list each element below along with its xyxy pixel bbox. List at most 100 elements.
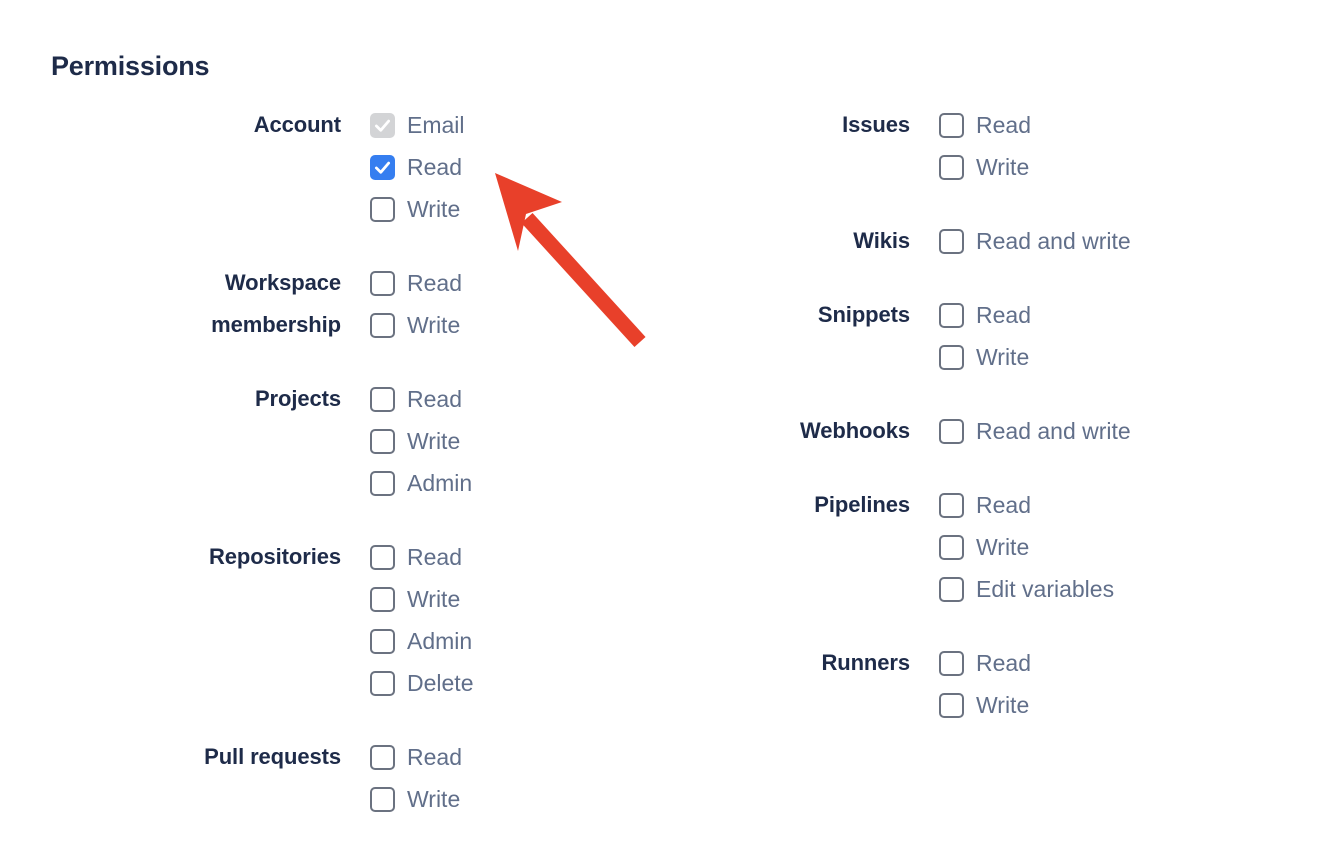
permission-option-label: Write bbox=[976, 692, 1030, 718]
permission-option-row[interactable]: Read bbox=[939, 484, 1114, 526]
permission-checkbox[interactable] bbox=[370, 312, 395, 338]
permission-checkbox[interactable] bbox=[370, 386, 395, 412]
permission-group-label: Pipelines bbox=[814, 492, 910, 517]
permission-option-row[interactable]: Write bbox=[939, 526, 1114, 568]
permission-option-row[interactable]: Write bbox=[370, 578, 473, 620]
permission-option-row[interactable]: Read bbox=[370, 736, 462, 778]
permission-option-label: Edit variables bbox=[976, 576, 1115, 602]
permission-checkbox[interactable] bbox=[939, 576, 964, 602]
permission-option-label: Write bbox=[407, 312, 461, 338]
permission-checkbox[interactable] bbox=[939, 344, 964, 370]
permission-option-row[interactable]: Edit variables bbox=[939, 568, 1114, 610]
permission-option-row[interactable]: Write bbox=[370, 778, 462, 820]
permission-option-label: Admin bbox=[407, 470, 473, 496]
permission-checkbox[interactable] bbox=[370, 196, 395, 222]
permission-option-row[interactable]: Read bbox=[939, 294, 1031, 336]
permission-checkbox[interactable] bbox=[939, 534, 964, 560]
permission-checkbox bbox=[370, 112, 395, 138]
permission-group-label: Account bbox=[253, 112, 341, 137]
permission-option-row[interactable]: Read bbox=[370, 536, 473, 578]
permission-option-label: Read and write bbox=[976, 418, 1131, 444]
permission-checkbox[interactable] bbox=[370, 270, 395, 296]
permission-option-label: Read bbox=[976, 650, 1031, 676]
permission-option-row[interactable]: Read and write bbox=[939, 220, 1131, 262]
checkmark-icon bbox=[374, 161, 391, 174]
permission-option-row[interactable]: Admin bbox=[370, 620, 473, 662]
permission-option-label: Read bbox=[976, 492, 1031, 518]
permission-option-label: Email bbox=[407, 112, 465, 138]
permission-checkbox[interactable] bbox=[370, 586, 395, 612]
permission-option-row[interactable]: Read bbox=[939, 104, 1031, 146]
permission-option-label: Write bbox=[407, 428, 461, 454]
permission-option-label: Read bbox=[407, 270, 462, 296]
permission-group-label: Pull requests bbox=[204, 744, 341, 769]
permission-option-row[interactable]: Read bbox=[370, 378, 472, 420]
permission-group: Wikis Read and write bbox=[600, 220, 1300, 262]
permission-option-label: Write bbox=[976, 154, 1030, 180]
permission-option-row[interactable]: Read bbox=[939, 642, 1031, 684]
permission-option-label: Write bbox=[976, 344, 1030, 370]
permission-checkbox[interactable] bbox=[939, 154, 964, 180]
permission-option-row[interactable]: Write bbox=[939, 336, 1031, 378]
permission-option-row[interactable]: Write bbox=[939, 684, 1031, 726]
permission-group-label: Runners bbox=[821, 650, 910, 675]
permission-group-label: Repositories bbox=[208, 544, 341, 569]
permission-option-label: Read and write bbox=[976, 228, 1131, 254]
permission-checkbox[interactable] bbox=[370, 428, 395, 454]
page-title: Permissions bbox=[51, 51, 210, 81]
permission-option-row[interactable]: Read and write bbox=[939, 410, 1131, 452]
permission-checkbox[interactable] bbox=[939, 302, 964, 328]
permission-group-label: Issues bbox=[842, 112, 910, 137]
permission-checkbox[interactable] bbox=[939, 418, 964, 444]
permission-checkbox[interactable] bbox=[939, 112, 964, 138]
permission-checkbox[interactable] bbox=[939, 650, 964, 676]
checkmark-icon bbox=[374, 119, 391, 132]
permission-checkbox[interactable] bbox=[370, 470, 395, 496]
permission-options: Read and write bbox=[939, 220, 1131, 262]
permission-group-label: Snippets bbox=[817, 302, 910, 327]
permission-group-label: Workspace membership bbox=[211, 270, 341, 337]
permission-option-row[interactable]: Write bbox=[370, 188, 465, 230]
permission-option-label: Read bbox=[976, 112, 1031, 138]
permission-checkbox[interactable] bbox=[370, 544, 395, 570]
permission-option-label: Read bbox=[407, 544, 462, 570]
permission-option-label: Read bbox=[407, 744, 462, 770]
permission-option-row[interactable]: Read bbox=[370, 262, 462, 304]
permission-checkbox[interactable] bbox=[370, 670, 395, 696]
permission-option-row[interactable]: Write bbox=[939, 146, 1031, 188]
permission-checkbox[interactable] bbox=[939, 492, 964, 518]
permission-option-row[interactable]: Admin bbox=[370, 462, 472, 504]
permission-option-label: Write bbox=[407, 786, 461, 812]
permission-option-row[interactable]: Write bbox=[370, 420, 472, 462]
permission-group-label: Wikis bbox=[853, 228, 910, 253]
permission-option-row[interactable]: Write bbox=[370, 304, 462, 346]
permission-checkbox[interactable] bbox=[939, 692, 964, 718]
permission-checkbox[interactable] bbox=[370, 786, 395, 812]
permission-group-label: Webhooks bbox=[799, 418, 910, 443]
permission-checkbox[interactable] bbox=[370, 628, 395, 654]
permission-option-label: Write bbox=[407, 586, 461, 612]
permission-checkbox[interactable] bbox=[939, 228, 964, 254]
permission-option-row[interactable]: Email bbox=[370, 104, 465, 146]
permission-option-label: Write bbox=[976, 534, 1030, 560]
permission-checkbox[interactable] bbox=[370, 154, 395, 180]
permission-option-row[interactable]: Read bbox=[370, 146, 465, 188]
permission-option-row[interactable]: Delete bbox=[370, 662, 473, 704]
permission-checkbox[interactable] bbox=[370, 744, 395, 770]
